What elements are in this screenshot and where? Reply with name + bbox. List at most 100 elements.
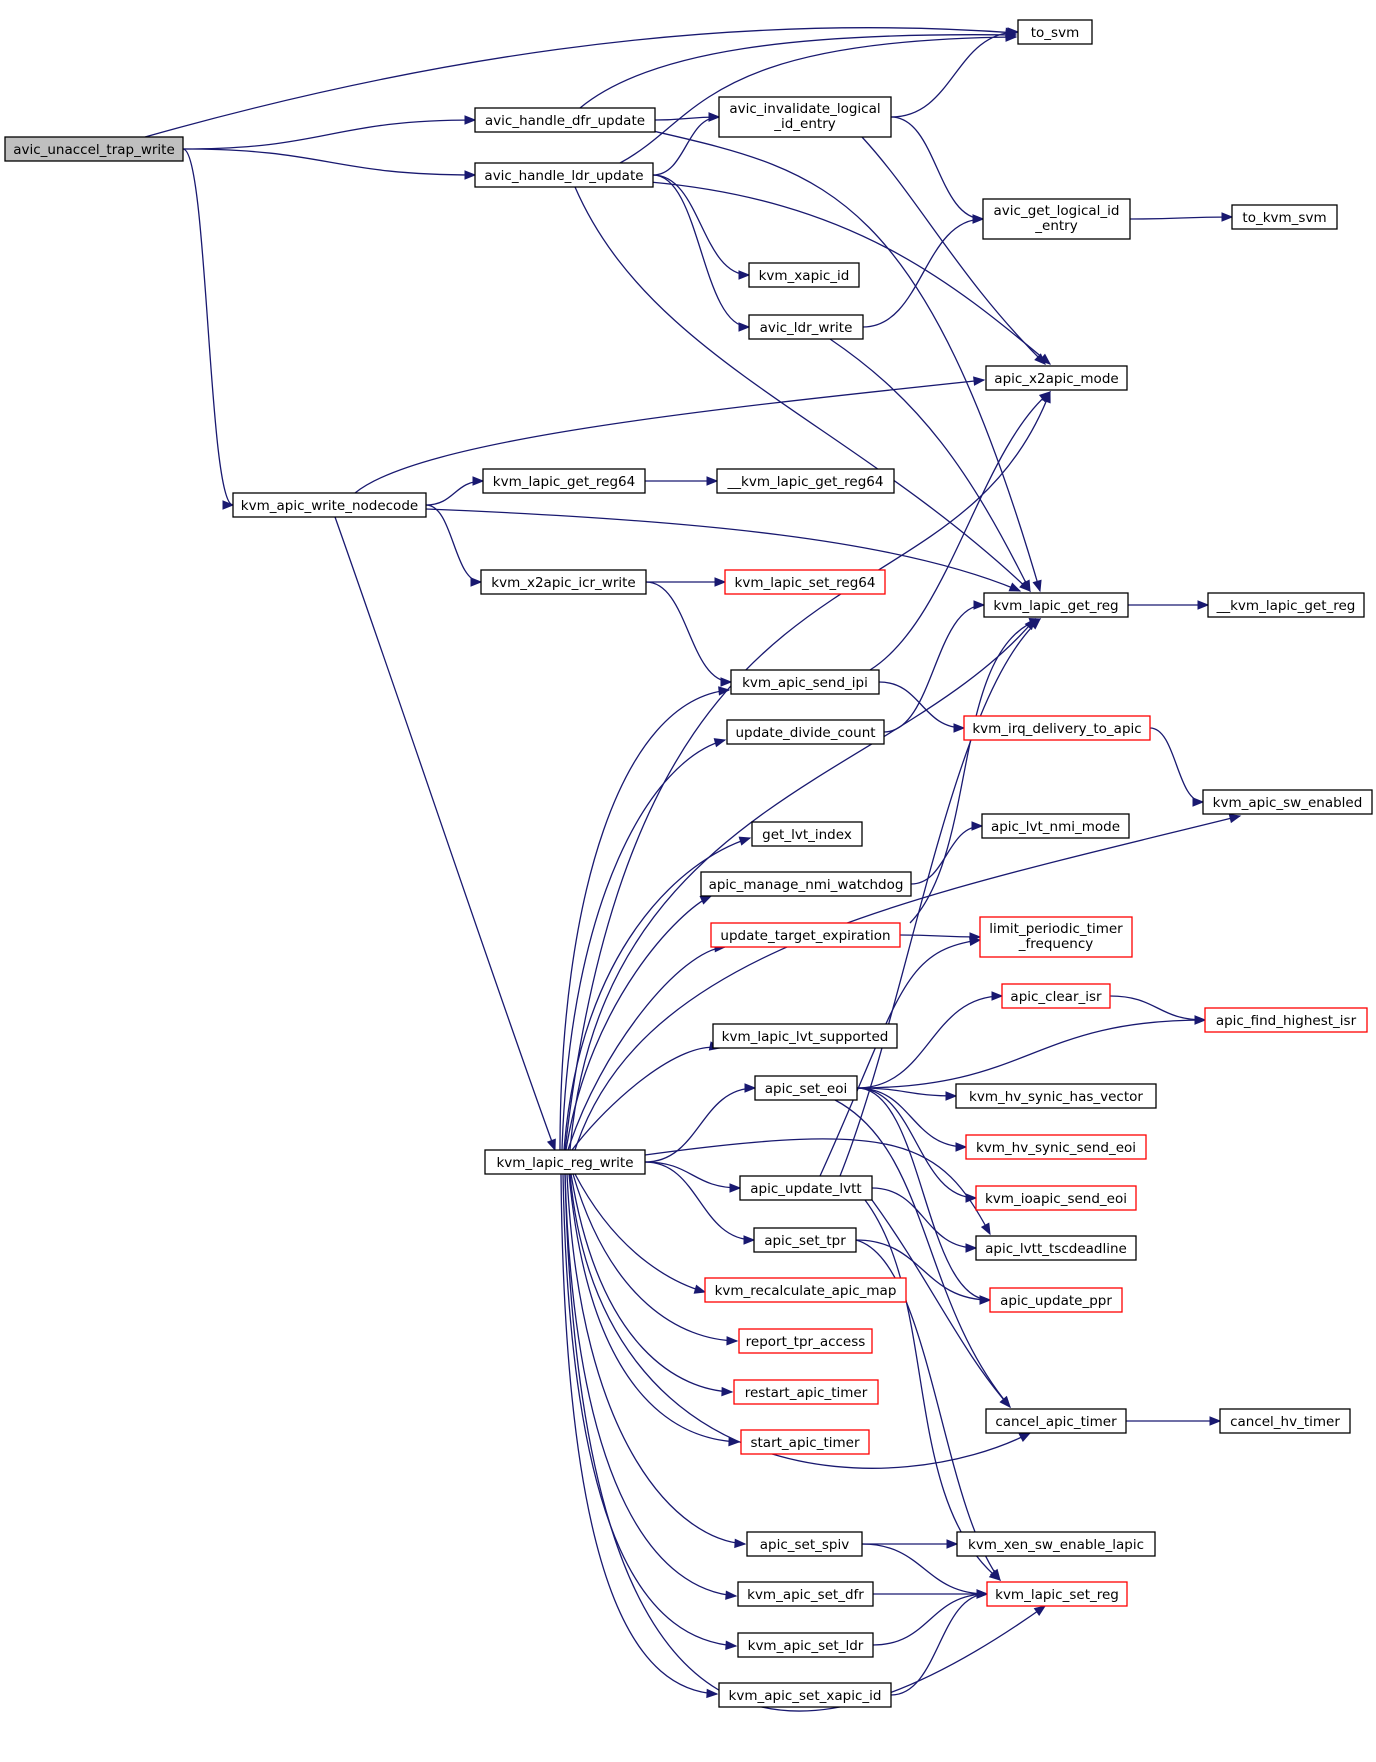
- node-get-lvt-index[interactable]: get_lvt_index: [751, 821, 863, 847]
- node-kvm-apic-write-nodecode[interactable]: kvm_apic_write_nodecode: [232, 492, 427, 518]
- node-box[interactable]: [754, 1075, 858, 1101]
- node-box[interactable]: [982, 198, 1131, 240]
- node-cancel-hv-timer[interactable]: cancel_hv_timer: [1219, 1408, 1351, 1434]
- node-apic-update-ppr[interactable]: apic_update_ppr: [989, 1287, 1123, 1313]
- node-box[interactable]: [1001, 983, 1111, 1009]
- node-box[interactable]: [751, 821, 863, 847]
- node-box[interactable]: [956, 1531, 1156, 1557]
- node-report-tpr-access[interactable]: report_tpr_access: [738, 1328, 873, 1354]
- node-box[interactable]: [963, 715, 1151, 741]
- node-apic-update-lvtt[interactable]: apic_update_lvtt: [739, 1175, 873, 1201]
- node-apic-set-eoi[interactable]: apic_set_eoi: [754, 1075, 858, 1101]
- node-apic-find-highest-isr[interactable]: apic_find_highest_isr: [1204, 1007, 1368, 1033]
- node-to-svm[interactable]: to_svm: [1017, 19, 1093, 45]
- node-box[interactable]: [710, 922, 901, 948]
- node-kvm-lapic-reg-write[interactable]: kvm_lapic_reg_write: [484, 1149, 646, 1175]
- node-kvm-ioapic-send-eoi[interactable]: kvm_ioapic_send_eoi: [975, 1185, 1137, 1211]
- node-kvm-hv-synic-has-vector[interactable]: kvm_hv_synic_has_vector: [955, 1083, 1157, 1109]
- node-box[interactable]: [726, 719, 885, 745]
- node-kvm-xen-sw-enable-lapic[interactable]: kvm_xen_sw_enable_lapic: [956, 1531, 1156, 1557]
- node-apic-lvt-nmi-mode[interactable]: apic_lvt_nmi_mode: [981, 813, 1130, 839]
- node-box[interactable]: [1219, 1408, 1351, 1434]
- node-box[interactable]: [975, 1235, 1137, 1261]
- node-avic-unaccel-trap-write[interactable]: avic_unaccel_trap_write: [4, 136, 184, 162]
- node-box[interactable]: [474, 162, 654, 188]
- node-box[interactable]: [718, 1682, 892, 1708]
- node-kvm-lapic-set-reg64[interactable]: kvm_lapic_set_reg64: [724, 569, 886, 595]
- node-box[interactable]: [1017, 19, 1093, 45]
- node-box[interactable]: [480, 569, 647, 595]
- node-box[interactable]: [1207, 592, 1365, 618]
- node-box[interactable]: [730, 669, 880, 695]
- node-update-target-expiration[interactable]: update_target_expiration: [710, 922, 901, 948]
- node-box[interactable]: [724, 569, 886, 595]
- node-update-divide-count[interactable]: update_divide_count: [726, 719, 885, 745]
- node-kvm-lapic-set-reg[interactable]: kvm_lapic_set_reg: [986, 1581, 1128, 1607]
- node-box[interactable]: [737, 1581, 874, 1607]
- node-apic-x2apic-mode[interactable]: apic_x2apic_mode: [985, 365, 1128, 391]
- node-kvm-hv-synic-send-eoi[interactable]: kvm_hv_synic_send_eoi: [965, 1134, 1147, 1160]
- node-box[interactable]: [737, 1632, 874, 1658]
- node-avic-handle-dfr-update[interactable]: avic_handle_dfr_update: [474, 107, 656, 133]
- node-box[interactable]: [746, 1531, 863, 1557]
- node-box[interactable]: [700, 871, 912, 897]
- node-box[interactable]: [1204, 1007, 1368, 1033]
- node-box[interactable]: [1231, 204, 1338, 230]
- node-cancel-apic-timer[interactable]: cancel_apic_timer: [985, 1408, 1127, 1434]
- node-box[interactable]: [986, 1581, 1128, 1607]
- node-apic-set-tpr[interactable]: apic_set_tpr: [753, 1227, 857, 1253]
- node-kvm-lapic-lvt-supported[interactable]: kvm_lapic_lvt_supported: [712, 1023, 898, 1049]
- node-avic-handle-ldr-update[interactable]: avic_handle_ldr_update: [474, 162, 654, 188]
- node-box[interactable]: [985, 1408, 1127, 1434]
- node-box[interactable]: [718, 96, 892, 138]
- node-kvm-lapic-get-reg[interactable]: __kvm_lapic_get_reg: [1207, 592, 1365, 618]
- node-apic-manage-nmi-watchdog[interactable]: apic_manage_nmi_watchdog: [700, 871, 912, 897]
- node-kvm-apic-set-xapic-id[interactable]: kvm_apic_set_xapic_id: [718, 1682, 892, 1708]
- node-kvm-lapic-get-reg64[interactable]: kvm_lapic_get_reg64: [482, 468, 646, 494]
- node-limit-periodic-timer-frequency[interactable]: limit_periodic_timer_frequency: [979, 916, 1133, 958]
- node-box[interactable]: [983, 592, 1129, 618]
- node-avic-ldr-write[interactable]: avic_ldr_write: [748, 314, 864, 340]
- node-avic-get-logical-id-entry[interactable]: avic_get_logical_id_entry: [982, 198, 1131, 240]
- node-apic-clear-isr[interactable]: apic_clear_isr: [1001, 983, 1111, 1009]
- node-kvm-apic-set-ldr[interactable]: kvm_apic_set_ldr: [737, 1632, 874, 1658]
- node-box[interactable]: [748, 314, 864, 340]
- node-box[interactable]: [738, 1328, 873, 1354]
- node-box[interactable]: [474, 107, 656, 133]
- node-box[interactable]: [955, 1083, 1157, 1109]
- node-kvm-lapic-get-reg64[interactable]: __kvm_lapic_get_reg64: [716, 468, 895, 494]
- node-kvm-apic-send-ipi[interactable]: kvm_apic_send_ipi: [730, 669, 880, 695]
- node-box[interactable]: [748, 262, 860, 288]
- node-box[interactable]: [739, 1175, 873, 1201]
- node-box[interactable]: [740, 1429, 870, 1455]
- node-box[interactable]: [733, 1379, 879, 1405]
- node-start-apic-timer[interactable]: start_apic_timer: [740, 1429, 870, 1455]
- node-box[interactable]: [975, 1185, 1137, 1211]
- node-kvm-lapic-get-reg[interactable]: kvm_lapic_get_reg: [983, 592, 1129, 618]
- node-box[interactable]: [989, 1287, 1123, 1313]
- node-kvm-irq-delivery-to-apic[interactable]: kvm_irq_delivery_to_apic: [963, 715, 1151, 741]
- node-box[interactable]: [753, 1227, 857, 1253]
- node-kvm-apic-set-dfr[interactable]: kvm_apic_set_dfr: [737, 1581, 874, 1607]
- node-kvm-x2apic-icr-write[interactable]: kvm_x2apic_icr_write: [480, 569, 647, 595]
- node-kvm-xapic-id[interactable]: kvm_xapic_id: [748, 262, 860, 288]
- node-box[interactable]: [704, 1277, 907, 1303]
- node-avic-invalidate-logical-id-entry[interactable]: avic_invalidate_logical_id_entry: [718, 96, 892, 138]
- node-apic-lvtt-tscdeadline[interactable]: apic_lvtt_tscdeadline: [975, 1235, 1137, 1261]
- node-box[interactable]: [4, 136, 184, 162]
- node-box[interactable]: [716, 468, 895, 494]
- node-box[interactable]: [981, 813, 1130, 839]
- node-kvm-apic-sw-enabled[interactable]: kvm_apic_sw_enabled: [1202, 789, 1373, 815]
- node-box[interactable]: [712, 1023, 898, 1049]
- node-box[interactable]: [232, 492, 427, 518]
- node-box[interactable]: [985, 365, 1128, 391]
- node-restart-apic-timer[interactable]: restart_apic_timer: [733, 1379, 879, 1405]
- node-box[interactable]: [484, 1149, 646, 1175]
- node-box[interactable]: [979, 916, 1133, 958]
- node-to-kvm-svm[interactable]: to_kvm_svm: [1231, 204, 1338, 230]
- node-kvm-recalculate-apic-map[interactable]: kvm_recalculate_apic_map: [704, 1277, 907, 1303]
- node-box[interactable]: [965, 1134, 1147, 1160]
- node-box[interactable]: [482, 468, 646, 494]
- node-apic-set-spiv[interactable]: apic_set_spiv: [746, 1531, 863, 1557]
- node-box[interactable]: [1202, 789, 1373, 815]
